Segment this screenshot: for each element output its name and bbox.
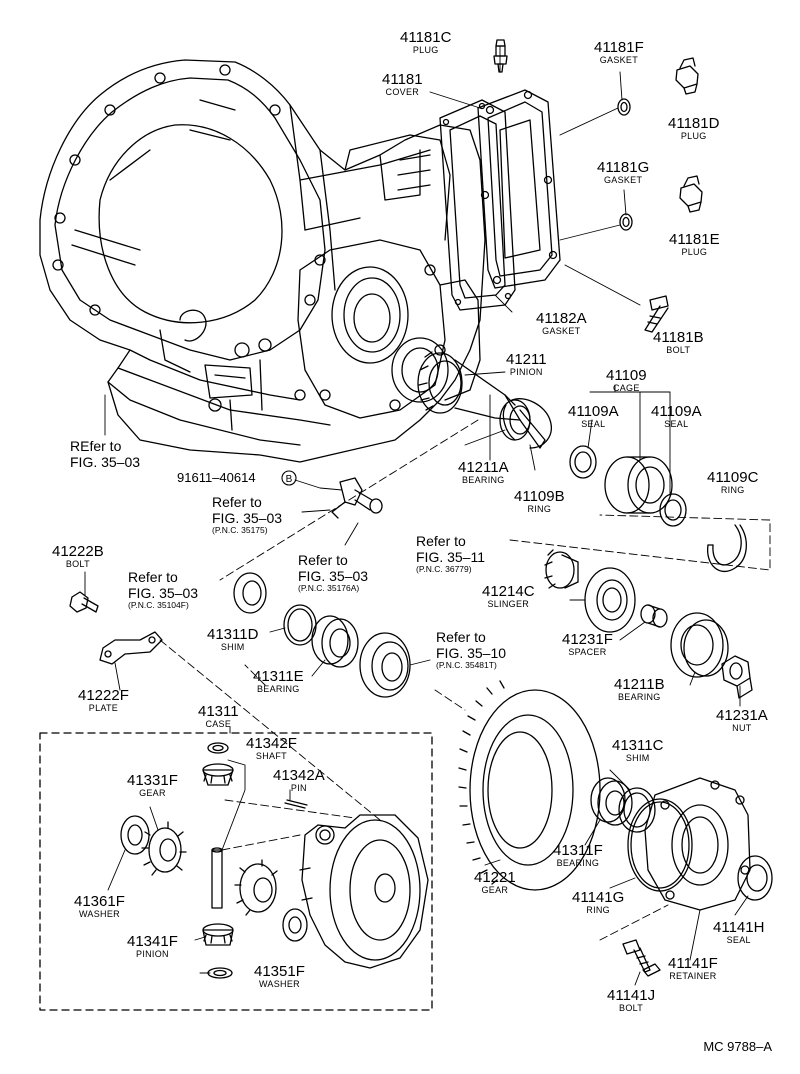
seal-41109A-left xyxy=(569,445,597,479)
circled-b-text: B xyxy=(286,474,293,485)
ring-gear-41221 xyxy=(458,680,601,891)
slinger-41214C xyxy=(584,567,636,633)
nut-41231A xyxy=(721,655,753,699)
ring-41109B xyxy=(502,398,552,449)
shim-41311D xyxy=(283,604,317,646)
plate-41222F xyxy=(99,631,163,665)
seal-ref-35104F xyxy=(233,572,267,614)
gasket-41182A xyxy=(439,99,516,311)
bolt-41181B xyxy=(644,295,669,333)
gasket-41181F xyxy=(617,98,631,116)
differential-group xyxy=(39,732,433,1011)
bearing-41311E xyxy=(311,615,359,668)
spacer-41231F xyxy=(640,604,668,628)
plug-41181E xyxy=(679,175,703,213)
label-91611-40614: 91611–40614 xyxy=(177,470,256,485)
dashed-assembly-lines xyxy=(159,419,771,941)
bearing-41311F xyxy=(590,777,633,826)
plug-41181D xyxy=(675,57,699,95)
seal-41141H xyxy=(737,855,773,901)
transaxle-housing xyxy=(39,59,486,463)
leader-lines xyxy=(84,45,749,986)
pinion-41211 xyxy=(417,351,546,449)
ring-41109C xyxy=(707,524,747,573)
plug-41181C xyxy=(493,39,508,73)
bearing-41211B xyxy=(670,612,729,678)
diagram-code: MC 9788–A xyxy=(703,1039,772,1054)
shim-41311C xyxy=(618,787,656,833)
bolt-41222B xyxy=(69,591,99,613)
drive-gear-ref xyxy=(544,549,579,589)
bolt-41141J xyxy=(622,939,661,977)
seal-ref-35481T xyxy=(359,632,411,698)
seal-41109A-right xyxy=(659,493,687,527)
retainer-41141F xyxy=(644,777,751,911)
gasket-41181G xyxy=(619,213,633,231)
cage-41109 xyxy=(604,456,673,514)
circled-b-marker: B xyxy=(281,470,297,486)
side-cover-41181 xyxy=(477,89,561,289)
